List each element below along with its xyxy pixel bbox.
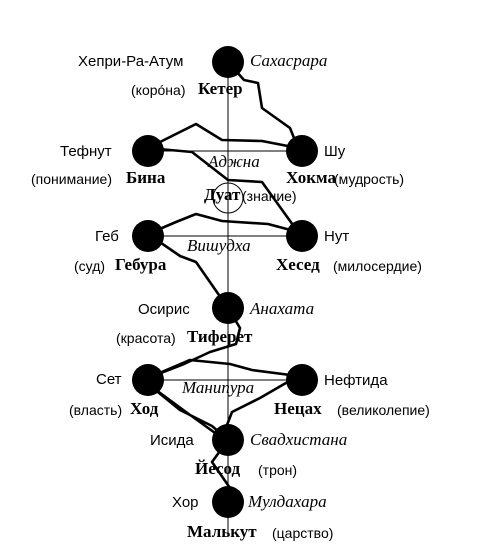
meaning-label-keter: (корóна) xyxy=(131,82,186,98)
node-yesod xyxy=(212,424,244,456)
sefira-label-hokma: Хокма xyxy=(286,168,337,187)
chakra-label-manipura: Манипура xyxy=(182,378,255,397)
sefira-label-tiferet: Тиферет xyxy=(187,327,253,346)
sefira-label-yesod: Йесод xyxy=(195,459,241,478)
chakra-label-ajna: Аджна xyxy=(208,152,260,171)
node-netsah xyxy=(286,364,318,396)
deity-label-hokma: Шу xyxy=(324,143,346,160)
node-hokma xyxy=(286,135,318,167)
deity-label-malkut: Хор xyxy=(172,494,199,511)
node-tiferet xyxy=(212,292,244,324)
sefira-label-keter: Кетер xyxy=(198,79,243,98)
deity-label-tiferet: Осирис xyxy=(138,301,190,318)
meaning-label-gebura: (суд) xyxy=(74,258,106,274)
duat-circle xyxy=(212,182,244,214)
meaning-label-hokma: (мудрость) xyxy=(334,171,405,187)
node-keter xyxy=(212,46,244,78)
meaning-label-tiferet: (красота) xyxy=(116,330,176,346)
deity-label-keter: Хепри-Ра-Атум xyxy=(78,53,184,70)
node-hesed xyxy=(286,220,318,252)
sefira-label-hesed: Хесед xyxy=(276,255,320,274)
sefira-label-netsah: Нецах xyxy=(274,399,322,418)
meaning-label-hesed: (милосердие) xyxy=(333,258,422,274)
deity-label-netsah: Нефтида xyxy=(324,372,388,389)
sefira-label-bina: Бина xyxy=(126,168,166,187)
node-bina xyxy=(132,135,164,167)
sefira-label-duat: Дуат xyxy=(204,185,241,204)
chakra-label-anahata: Анахата xyxy=(250,299,315,318)
deity-label-bina: Тефнут xyxy=(60,143,112,160)
serpent-path xyxy=(146,60,300,504)
node-hod xyxy=(132,364,164,396)
chakra-label-sahasrara: Сахасрара xyxy=(250,51,328,70)
meaning-label-duat: (знание) xyxy=(242,188,297,204)
sefira-label-malkut: Малькут xyxy=(187,522,257,541)
deity-label-hod: Сет xyxy=(96,371,122,388)
meaning-label-yesod: (трон) xyxy=(258,462,298,478)
node-malkut xyxy=(212,486,244,518)
deity-label-hesed: Нут xyxy=(324,228,350,245)
meaning-label-hod: (власть) xyxy=(69,402,123,418)
chakra-label-vishuddha: Вишудха xyxy=(187,236,251,255)
sefira-label-hod: Ход xyxy=(130,399,159,418)
meaning-label-malkut: (царство) xyxy=(272,525,334,541)
meaning-label-bina: (понимание) xyxy=(31,171,112,187)
deity-label-yesod: Исида xyxy=(150,432,194,449)
sefira-label-gebura: Гебура xyxy=(115,255,167,274)
node-gebura xyxy=(132,220,164,252)
chakra-label-muladhara: Мулдахара xyxy=(248,492,327,511)
chakra-label-svadhisthana: Свадхистана xyxy=(250,430,348,449)
meaning-label-netsah: (великолепие) xyxy=(337,402,430,418)
deity-label-gebura: Геб xyxy=(95,228,119,245)
